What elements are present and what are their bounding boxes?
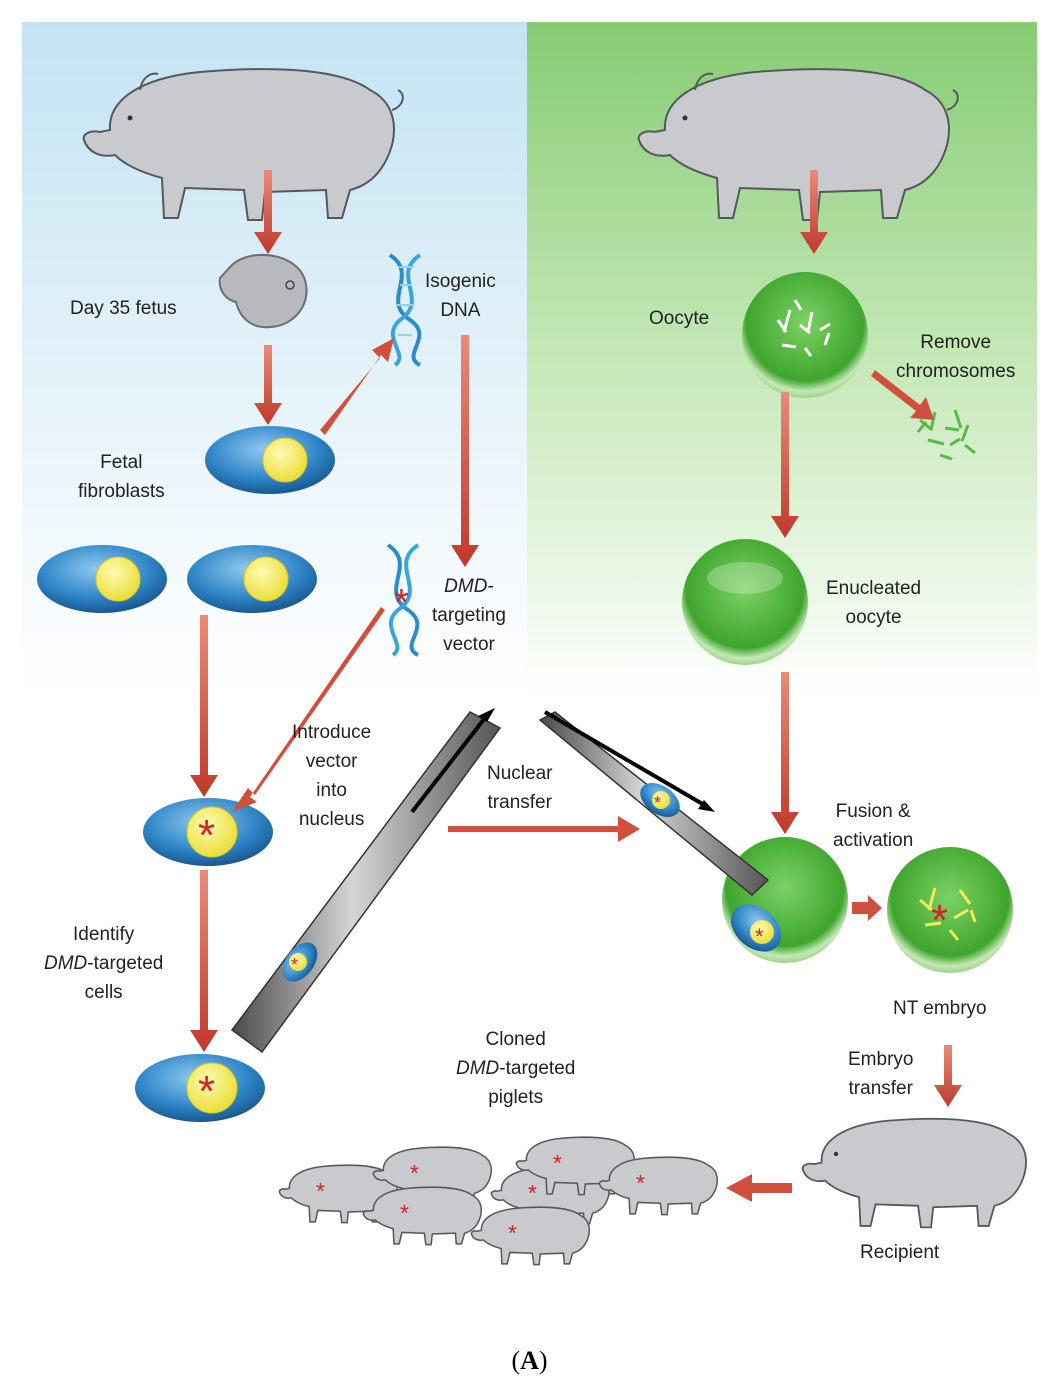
targeted-cell-icon: * bbox=[143, 798, 273, 866]
process-arrows-diagonal bbox=[232, 338, 934, 1202]
enucleated-oocyte-icon bbox=[682, 539, 808, 665]
micropipette-icon: * bbox=[230, 708, 502, 1054]
fibroblast-cell-icon bbox=[187, 545, 317, 613]
dna-helix-icon bbox=[388, 253, 422, 367]
svg-text:*: * bbox=[400, 1200, 409, 1226]
label-cloned-piglets: Cloned DMD-targeted piglets bbox=[456, 1029, 576, 1108]
fibroblast-cell-icon bbox=[205, 426, 335, 494]
process-arrows bbox=[190, 170, 962, 1107]
svg-text:*: * bbox=[410, 1160, 419, 1186]
label-nt-embryo: NT embryo bbox=[893, 998, 987, 1019]
label-dmd-targeting-vector: DMD- targeting vector bbox=[432, 576, 506, 655]
svg-text:*: * bbox=[931, 896, 948, 945]
svg-text:*: * bbox=[654, 793, 661, 813]
dna-helix-icon: * bbox=[386, 543, 420, 657]
reconstructed-oocyte-icon: * bbox=[722, 837, 848, 963]
piglet-icon: * bbox=[362, 1186, 483, 1246]
svg-text:*: * bbox=[291, 955, 298, 975]
chromosome-icon bbox=[916, 409, 976, 461]
fibroblast-cell-icon bbox=[37, 545, 167, 613]
targeted-cell-icon: * bbox=[135, 1054, 265, 1122]
nt-embryo-icon: * bbox=[887, 847, 1013, 973]
piglet-icon: * bbox=[598, 1156, 719, 1216]
target-asterisk: * bbox=[394, 582, 409, 624]
recipient-pig-icon bbox=[801, 1117, 1027, 1229]
svg-text:*: * bbox=[755, 924, 764, 949]
fetus-icon bbox=[218, 253, 308, 329]
label-fetus: Day 35 fetus bbox=[70, 298, 177, 319]
svg-text:*: * bbox=[553, 1150, 562, 1176]
svg-text:*: * bbox=[198, 1067, 215, 1116]
micropipette-icon: * bbox=[538, 710, 770, 896]
adult-pig-icon bbox=[637, 68, 959, 221]
piglet-group: * * * * * * * bbox=[278, 1136, 719, 1266]
svg-text:*: * bbox=[198, 811, 215, 860]
label-fusion-activation: Fusion &activation bbox=[833, 801, 914, 851]
oocyte-icon bbox=[742, 272, 868, 398]
svg-text:*: * bbox=[528, 1180, 537, 1206]
label-identify-cells: Identify DMD-targeted cells bbox=[44, 924, 164, 1003]
piglet-icon: * bbox=[470, 1206, 591, 1266]
label-oocyte: Oocyte bbox=[649, 308, 710, 329]
panel-label: (A) bbox=[511, 1346, 548, 1375]
label-recipient: Recipient bbox=[860, 1242, 940, 1263]
adult-pig-icon bbox=[82, 68, 404, 221]
svg-text:*: * bbox=[508, 1220, 517, 1246]
svg-text:*: * bbox=[636, 1170, 645, 1196]
svg-text:*: * bbox=[316, 1178, 325, 1204]
